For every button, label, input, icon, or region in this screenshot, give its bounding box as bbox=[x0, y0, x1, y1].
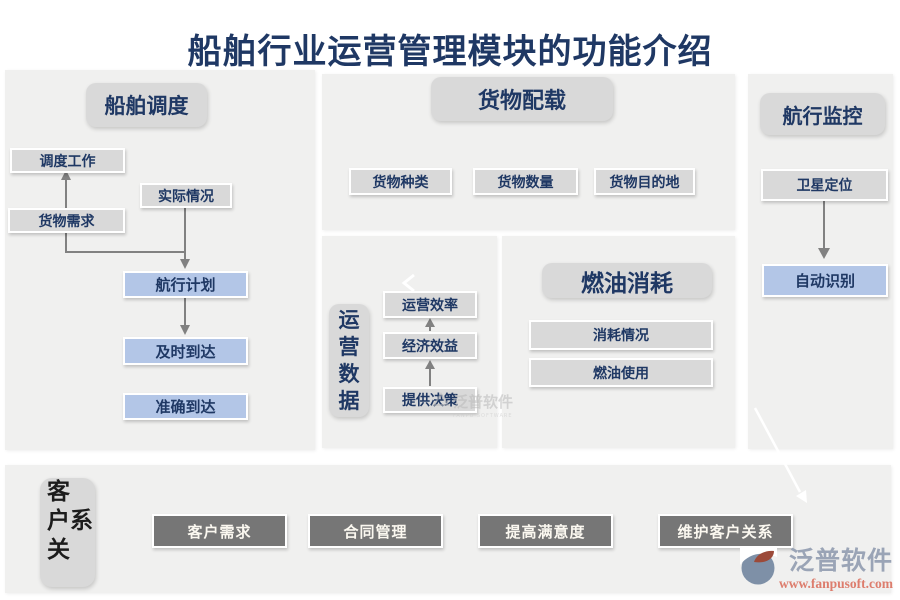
box-dispatch-work: 调度工作 bbox=[10, 148, 125, 173]
box-maintain-relations: 维护客户关系 bbox=[658, 514, 793, 548]
header-fuel-consumption: 燃油消耗 bbox=[542, 263, 712, 298]
box-ontime-arrival: 及时到达 bbox=[123, 337, 248, 365]
panel-navigation-monitor bbox=[748, 74, 893, 449]
header-ship-dispatch: 船舶调度 bbox=[86, 83, 207, 127]
box-cargo-type: 货物种类 bbox=[349, 168, 452, 195]
header-customer-relation: 客 户系 关 bbox=[40, 478, 95, 587]
box-fuel-usage: 燃油使用 bbox=[529, 358, 713, 387]
operation-header-text: 运营数据 bbox=[338, 307, 360, 413]
box-actual-situation: 实际情况 bbox=[140, 183, 232, 208]
box-auto-identification: 自动识别 bbox=[762, 264, 888, 297]
logo-name: 泛普软件 bbox=[788, 546, 893, 575]
box-cargo-quantity: 货物数量 bbox=[473, 168, 578, 195]
watermark-text: 泛普软件 bbox=[453, 393, 514, 411]
box-satellite-positioning: 卫星定位 bbox=[761, 169, 888, 201]
box-accurate-arrival: 准确到达 bbox=[123, 393, 248, 420]
box-voyage-plan: 航行计划 bbox=[123, 271, 248, 298]
watermark-logo-icon bbox=[432, 392, 450, 406]
watermark: 泛普软件 FANPU SOFTWARE bbox=[432, 392, 513, 419]
box-consumption-status: 消耗情况 bbox=[529, 320, 713, 350]
header-navigation-monitor: 航行监控 bbox=[760, 93, 885, 135]
header-operation-data: 运营数据 bbox=[329, 304, 369, 417]
customer-header-text: 客 户系 关 bbox=[47, 479, 93, 563]
fanpu-logo: 泛普软件 www.fanpusoft.com bbox=[739, 546, 893, 592]
box-improve-satisfaction: 提高满意度 bbox=[478, 514, 613, 548]
box-operation-efficiency: 运营效率 bbox=[383, 291, 477, 318]
watermark-subtext: FANPU SOFTWARE bbox=[453, 413, 513, 419]
box-economic-benefit: 经济效益 bbox=[383, 332, 477, 359]
logo-url: www.fanpusoft.com bbox=[778, 576, 893, 591]
header-cargo-stowage: 货物配载 bbox=[431, 77, 613, 121]
fanpu-logo-icon bbox=[739, 548, 777, 585]
box-customer-demand: 客户需求 bbox=[152, 514, 287, 548]
panel-ship-dispatch bbox=[5, 70, 315, 450]
box-cargo-destination: 货物目的地 bbox=[594, 168, 695, 195]
box-contract-management: 合同管理 bbox=[308, 514, 443, 548]
box-cargo-demand: 货物需求 bbox=[8, 208, 125, 233]
page-title: 船舶行业运营管理模块的功能介绍 bbox=[187, 32, 713, 72]
